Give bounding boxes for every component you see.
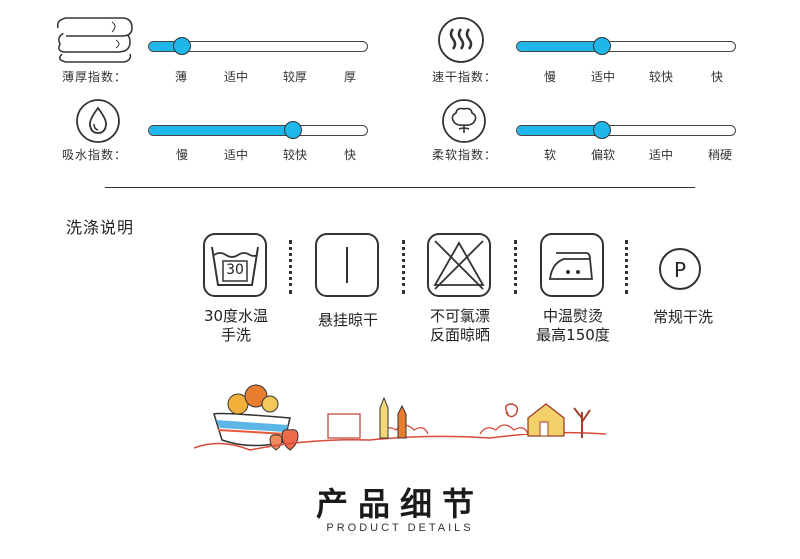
caption-line: 中温熨烫 xyxy=(542,307,604,325)
slider-fill xyxy=(149,126,293,135)
dotted-separator xyxy=(625,240,628,294)
water-drop-icon xyxy=(76,99,120,143)
tick-label: 厚 xyxy=(343,70,357,84)
tick-label: 较快 xyxy=(282,148,308,162)
wash-caption: 常规干洗 xyxy=(653,308,713,327)
slider-track[interactable] xyxy=(148,37,368,55)
tick-label: 软 xyxy=(543,148,557,162)
dry-clean-badge: P xyxy=(673,258,687,282)
tick-label: 稍硬 xyxy=(707,148,733,162)
caption-line: 不可氯漂 xyxy=(429,307,491,325)
tick-label: 适中 xyxy=(648,148,674,162)
metric-label: 吸水指数： xyxy=(62,148,128,162)
section-subtitle: PRODUCT DETAILS xyxy=(326,522,474,534)
iron-symbol xyxy=(540,233,604,297)
dotted-separator xyxy=(514,240,517,294)
hang-dry-icon xyxy=(346,247,348,283)
wash-caption: 30度水温 手洗 xyxy=(204,307,268,345)
tick-label: 快 xyxy=(710,70,724,84)
metric-label: 薄厚指数： xyxy=(62,70,128,84)
slider-track[interactable] xyxy=(148,121,368,139)
dry-clean-p-icon: P xyxy=(659,248,701,290)
slider-knob[interactable] xyxy=(283,121,302,139)
caption-line: 常规干洗 xyxy=(652,308,714,326)
wash-30-icon xyxy=(211,246,259,286)
section-title: 产品细节 xyxy=(315,485,484,523)
metric-label: 柔软指数： xyxy=(432,148,498,162)
wash-caption: 不可氯漂 反面晾晒 xyxy=(430,307,490,345)
caption-line: 手洗 xyxy=(220,326,251,344)
caption-line: 30度水温 xyxy=(203,307,269,325)
tick-label: 适中 xyxy=(223,148,249,162)
slider-fill xyxy=(149,42,182,51)
hang-dry-symbol xyxy=(315,233,379,297)
caption-line: 最高150度 xyxy=(536,326,610,344)
tick-label: 快 xyxy=(343,148,357,162)
slider-knob[interactable] xyxy=(172,37,191,55)
metric-label: 速干指数： xyxy=(432,70,498,84)
steam-icon xyxy=(438,17,484,63)
dotted-separator xyxy=(402,240,405,294)
no-bleach-symbol xyxy=(427,233,491,297)
wash-30-symbol: 30 xyxy=(203,233,267,297)
tick-label: 慢 xyxy=(543,70,557,84)
slider-knob[interactable] xyxy=(593,121,612,139)
tick-label: 适中 xyxy=(223,70,249,84)
caption-line: 反面晾晒 xyxy=(429,326,491,344)
tick-label: 薄 xyxy=(174,70,188,84)
slider-fill xyxy=(517,126,603,135)
tick-label: 较厚 xyxy=(282,70,308,84)
decorative-doodle-illustration xyxy=(193,384,607,451)
cotton-icon xyxy=(442,99,486,143)
fabric-layers-icon xyxy=(56,17,133,63)
dotted-separator xyxy=(289,240,292,294)
no-bleach-icon xyxy=(433,240,485,290)
slider-fill xyxy=(517,42,603,51)
tick-label: 偏软 xyxy=(590,148,616,162)
tick-label: 适中 xyxy=(590,70,616,84)
wash-caption: 中温熨烫 最高150度 xyxy=(536,307,610,345)
slider-track[interactable] xyxy=(516,37,736,55)
tick-label: 慢 xyxy=(175,148,189,162)
slider-knob[interactable] xyxy=(593,37,612,55)
caption-line: 悬挂晾干 xyxy=(317,311,379,329)
slider-track[interactable] xyxy=(516,121,736,139)
tick-label: 较快 xyxy=(648,70,674,84)
section-divider xyxy=(105,187,695,188)
washing-title: 洗涤说明 xyxy=(66,218,135,237)
wash-caption: 悬挂晾干 xyxy=(318,311,378,330)
iron-medium-icon xyxy=(548,252,593,280)
wash-temp-badge: 30 xyxy=(226,262,244,278)
